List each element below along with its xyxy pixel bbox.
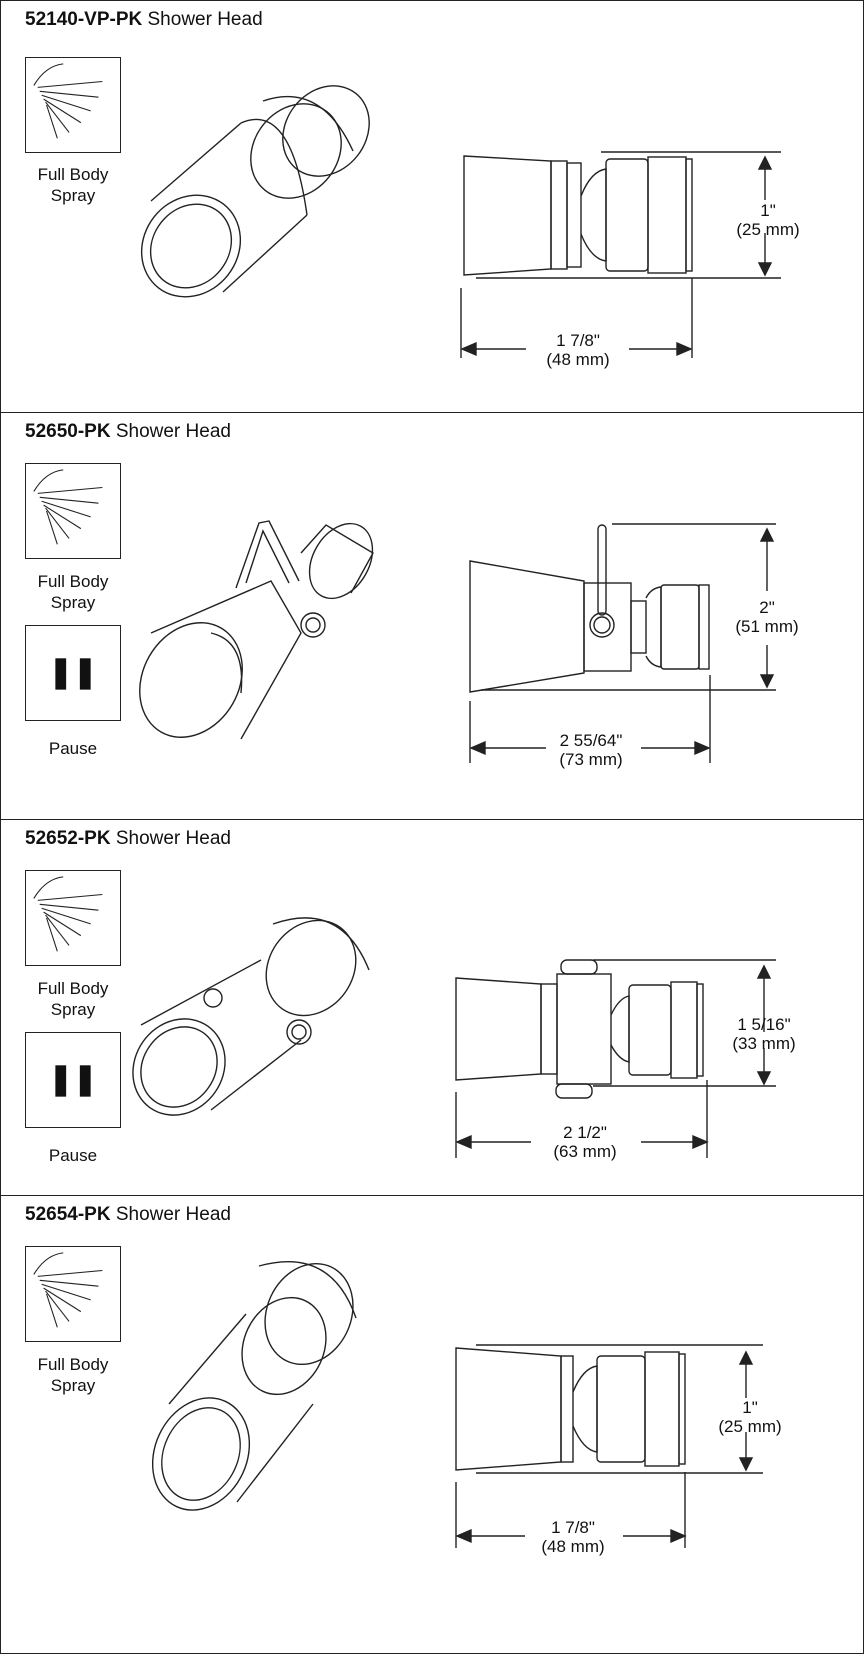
width-dimension: 2 1/2"(63 mm) xyxy=(553,1123,617,1161)
width-dimension: 1 7/8"(48 mm) xyxy=(541,1518,605,1556)
shower-head-drawings xyxy=(140,85,781,358)
side-view xyxy=(455,1344,763,1548)
pause-icon xyxy=(25,1032,121,1128)
product-type: Shower Head xyxy=(110,828,231,849)
section-title: 52650-PK Shower Head xyxy=(25,421,231,443)
width-dimension: 2 55/64"(73 mm) xyxy=(559,731,623,769)
isometric-view xyxy=(140,85,370,298)
isometric-view xyxy=(132,917,370,1116)
section-title: 52140-VP-PK Shower Head xyxy=(25,9,263,31)
model-number: 52140-VP-PK xyxy=(25,9,143,30)
product-type: Shower Head xyxy=(142,9,263,30)
side-view xyxy=(460,151,781,358)
height-dimension: 1 5/16"(33 mm) xyxy=(732,1015,796,1053)
product-type: Shower Head xyxy=(110,1204,231,1225)
shower-head-drawings xyxy=(139,520,776,763)
height-dimension: 2"(51 mm) xyxy=(735,598,799,636)
full-body-spray-icon xyxy=(25,463,121,559)
section-title: 52654-PK Shower Head xyxy=(25,1204,231,1226)
model-number: 52654-PK xyxy=(25,1204,111,1225)
isometric-view xyxy=(139,520,374,740)
model-number: 52652-PK xyxy=(25,828,111,849)
shower-head-drawings xyxy=(132,917,776,1158)
pause-caption: Pause xyxy=(48,739,98,758)
pause-icon xyxy=(25,625,121,721)
height-dimension: 1"(25 mm) xyxy=(736,201,800,239)
model-number: 52650-PK xyxy=(25,421,111,442)
product-type: Shower Head xyxy=(110,421,231,442)
full-body-spray-icon xyxy=(25,870,121,966)
width-dimension: 1 7/8"(48 mm) xyxy=(546,331,610,369)
full-body-spray-icon xyxy=(25,57,121,153)
section-title: 52652-PK Shower Head xyxy=(25,828,231,850)
side-view xyxy=(455,959,776,1158)
full-body-spray-icon xyxy=(25,1246,121,1342)
isometric-view xyxy=(151,1261,357,1511)
shower-head-drawings xyxy=(151,1261,763,1548)
height-dimension: 1"(25 mm) xyxy=(718,1398,782,1436)
pause-caption: Pause xyxy=(48,1146,98,1165)
side-view xyxy=(469,523,776,763)
